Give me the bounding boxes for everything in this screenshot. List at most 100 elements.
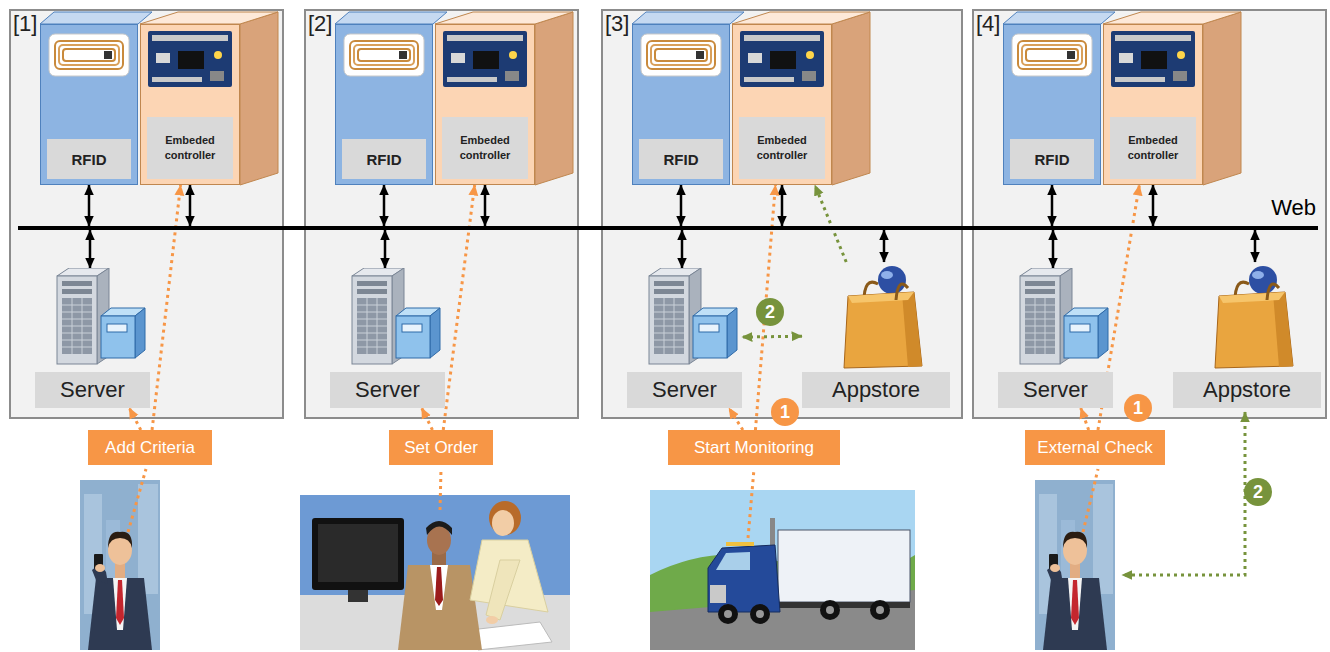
leader-line: [1083, 469, 1098, 532]
hubcap: [876, 606, 884, 614]
panel-number: [4]: [976, 11, 1000, 37]
action-text: Start Monitoring: [694, 430, 814, 465]
panel-backgrounds: [10, 10, 1326, 418]
component-label: Embeded controller: [147, 117, 233, 179]
box-3d-faces: [1103, 24, 1104, 25]
person-with-phone: [1035, 480, 1115, 650]
embedded-controller: Embeded controller: [140, 24, 240, 185]
picture: [148, 31, 232, 87]
rfid-reader: RFID: [632, 24, 730, 185]
leader-line: [440, 469, 441, 510]
wheel: [870, 600, 890, 620]
box-3d-faces: [632, 24, 633, 25]
server-icon: Server: [35, 268, 150, 408]
embedded-controller: Embeded controller: [732, 24, 832, 185]
web-link: [384, 230, 387, 268]
office-illustration: [300, 495, 570, 650]
web-link: [88, 185, 91, 226]
control-flow: [152, 185, 181, 430]
component-label: Appstore: [802, 372, 950, 408]
monitor-screen: [318, 524, 398, 582]
component-label: RFID: [639, 139, 723, 179]
server-icon: Server: [998, 268, 1113, 408]
leader-lines: [128, 469, 1098, 538]
box-3d-faces: [40, 24, 41, 25]
box-top-face: [335, 12, 447, 24]
box-top-face: [1103, 12, 1241, 24]
panel-number: [1]: [13, 11, 37, 37]
box-top-face: [1003, 12, 1115, 24]
exhaust-stack: [770, 518, 775, 548]
picture: [443, 31, 527, 87]
leader-line: [128, 469, 146, 532]
box-top-face: [140, 12, 278, 24]
box-3d-faces: [435, 24, 436, 25]
sky: [650, 490, 915, 650]
circuit-board-picture: [740, 31, 824, 87]
web-link: [1051, 185, 1054, 226]
component-label: Server: [627, 372, 742, 408]
circuit-board-picture: [443, 31, 527, 87]
rfid-tag-picture: [343, 33, 425, 77]
appstore-icon: Appstore: [802, 262, 950, 408]
action-label: External Check: [1025, 430, 1165, 465]
server-icon: Server: [627, 268, 742, 408]
grille: [710, 585, 726, 603]
monitor-stand: [348, 590, 368, 602]
component-label: RFID: [1010, 139, 1094, 179]
picture: [649, 268, 737, 364]
callout-circle: 2: [756, 298, 784, 326]
rfid-reader: RFID: [1003, 24, 1101, 185]
action-label: Start Monitoring: [668, 430, 840, 465]
picture: [57, 268, 145, 364]
leader-line: [748, 469, 754, 538]
server-picture: [998, 268, 1113, 368]
web-link: [89, 230, 92, 268]
box-3d-faces: [140, 24, 141, 25]
component-label: RFID: [47, 139, 131, 179]
suit: [398, 565, 482, 650]
panel-number: [3]: [605, 11, 629, 37]
web-bus: Web: [18, 226, 1318, 230]
monitor: [312, 518, 404, 590]
appstore-picture: [842, 262, 927, 370]
component-label: Embeded controller: [739, 117, 825, 179]
rfid-reader: RFID: [335, 24, 433, 185]
picture: [49, 34, 129, 76]
system-panel: [1] RFID Embeded controllerServer: [10, 10, 283, 418]
action-label: Set Order: [389, 430, 493, 465]
server-picture: [330, 268, 445, 368]
hand: [486, 616, 498, 624]
appstore-icon: Appstore: [1173, 262, 1321, 408]
panel-number: [2]: [308, 11, 332, 37]
web-link: [1152, 185, 1155, 226]
box-top-face: [732, 12, 870, 24]
bus-label: Web: [1271, 196, 1316, 220]
box-3d-faces: [335, 24, 336, 25]
web-link: [680, 185, 683, 226]
wheel: [718, 604, 738, 624]
system-panel: [3] RFID Embeded controllerServer Appstore: [602, 10, 962, 418]
component-label: Appstore: [1173, 372, 1321, 408]
control-flow: [729, 408, 743, 430]
rfid-tag-picture: [1011, 33, 1093, 77]
callout-number: 1: [771, 398, 799, 426]
picture: [1012, 34, 1092, 76]
control-flow: [443, 185, 474, 430]
office-ground: [300, 495, 570, 650]
trailer-frame: [778, 602, 910, 608]
web-link: [189, 185, 192, 226]
picture: [1111, 31, 1195, 87]
panel-ground: [305, 10, 578, 418]
hubcap: [724, 610, 732, 618]
hubcap: [756, 610, 764, 618]
callout-number: 1: [1124, 394, 1152, 422]
paper: [470, 622, 552, 650]
picture: [1020, 268, 1108, 364]
wheel: [820, 600, 840, 620]
box-side-face: [535, 12, 573, 185]
panel-ground: [973, 10, 1326, 418]
truck-illustration: [650, 490, 915, 650]
embedded-controller: Embeded controller: [1103, 24, 1203, 185]
